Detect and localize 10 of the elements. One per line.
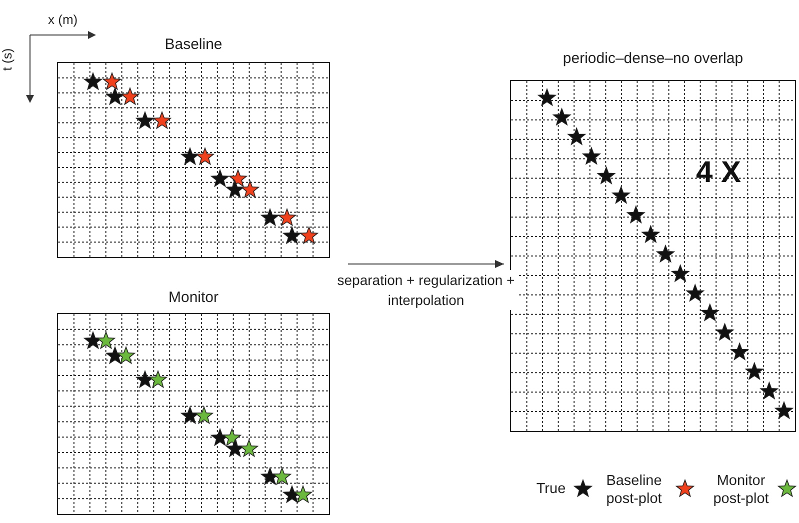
panel-title: Monitor xyxy=(168,289,219,306)
legend-label: True xyxy=(535,480,567,498)
axis-label: x (m) xyxy=(48,12,78,27)
legend-label: Baseline post-plot xyxy=(605,472,663,508)
panel-title: periodic–dense–no overlap xyxy=(562,50,744,67)
magnification-label: 4 X xyxy=(696,156,742,190)
legend-label: Monitor post-plot xyxy=(712,472,770,508)
arrow xyxy=(348,260,504,268)
panel-title: Baseline xyxy=(164,36,222,53)
axis-label: t (s) xyxy=(0,48,15,71)
